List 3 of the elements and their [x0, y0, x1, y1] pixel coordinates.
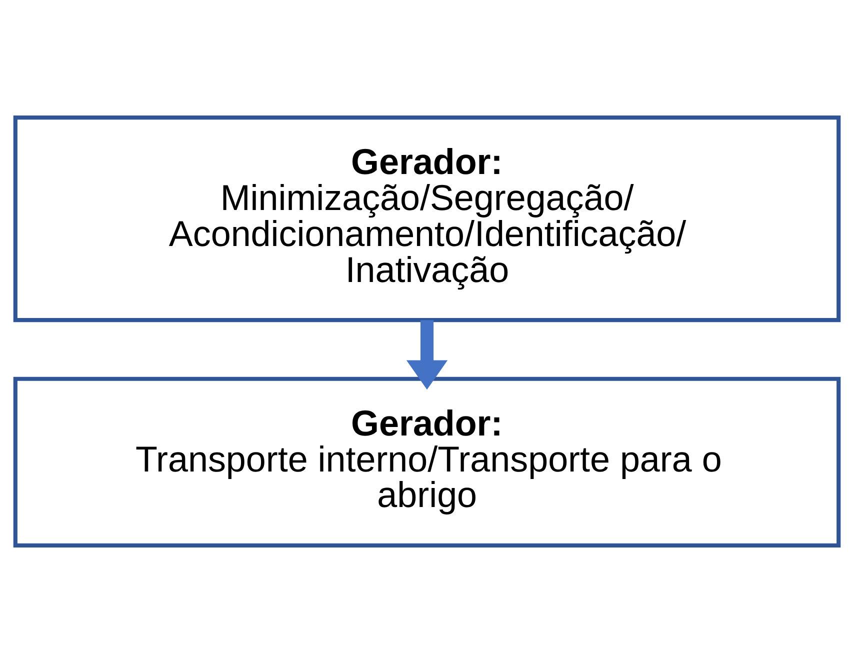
node-box: Gerador: Minimização/Segregação/ Acondicionamento/Identificação/ Inativação	[13, 116, 841, 322]
arrow	[406, 320, 448, 390]
node-box: Gerador: Transporte interno/Transporte para o abrigo	[13, 376, 841, 548]
